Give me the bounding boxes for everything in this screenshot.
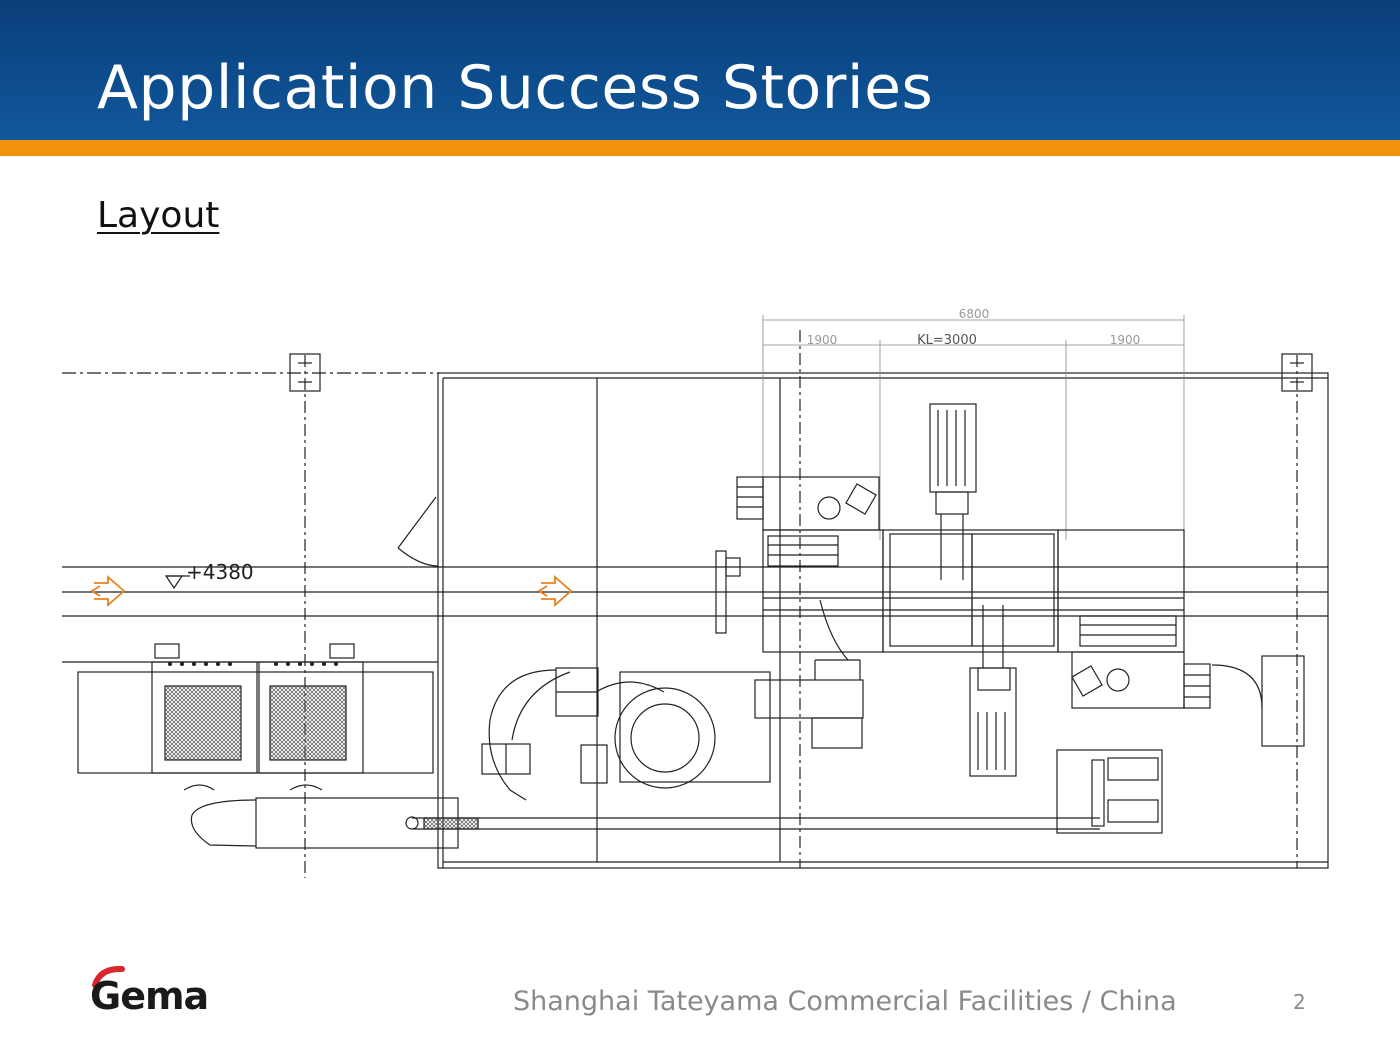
dimension-total: 6800 <box>959 307 990 321</box>
logo-text: Gema <box>90 974 208 1015</box>
title-bar <box>0 0 1400 140</box>
slide-title: Application Success Stories <box>97 53 934 123</box>
dimension-left: 1900 <box>807 333 838 347</box>
elevation-label: +4380 <box>186 560 254 584</box>
slide-subtitle: Layout <box>97 195 220 236</box>
page-number: 2 <box>1293 990 1306 1014</box>
conveyor-direction-arrow-icon <box>90 575 126 607</box>
gema-logo: Gema <box>90 965 209 1015</box>
footer-caption: Shanghai Tateyama Commercial Facilities … <box>513 986 1177 1017</box>
dimension-right: 1900 <box>1110 333 1141 347</box>
dimension-center: KL=3000 <box>917 333 977 348</box>
title-bar-accent-stripe <box>0 140 1400 156</box>
conveyor-direction-arrow-icon <box>537 575 573 607</box>
plant-layout-drawing: 6800 1900 KL=3000 1900 +4380 <box>62 307 1329 878</box>
